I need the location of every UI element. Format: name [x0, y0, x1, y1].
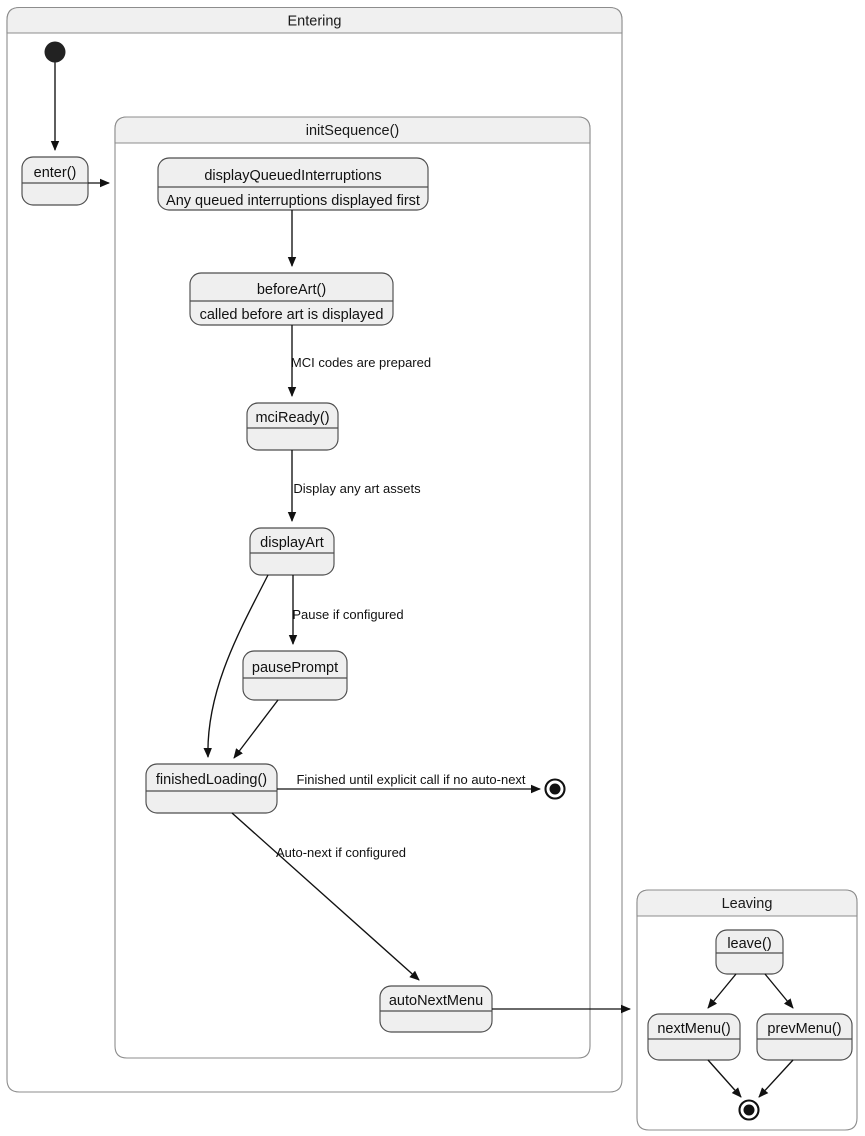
edge-mci-ready-to-display-art-label: Display any art assets	[293, 481, 421, 496]
edge-display-art-to-finished-loading	[203, 574, 269, 759]
state-enter-title: enter()	[34, 165, 77, 181]
leaving-header-bar	[636, 889, 858, 917]
leaving-border	[636, 889, 858, 1131]
init-sequence-title: initSequence()	[306, 123, 400, 139]
state-pause-prompt[interactable]: pausePrompt	[242, 650, 348, 701]
final-state-leaving[interactable]	[738, 1099, 760, 1121]
state-before-art-title: beforeArt()	[257, 282, 326, 298]
entering-title: Entering	[287, 14, 341, 30]
state-pause-prompt-box	[242, 650, 348, 701]
edge-pause-prompt-to-finished-loading	[233, 699, 279, 759]
state-mci-ready-title: mciReady()	[255, 410, 329, 426]
state-auto-next-menu[interactable]: autoNextMenu	[379, 985, 493, 1033]
state-before-art-desc: called before art is displayed	[200, 307, 384, 323]
state-before-art[interactable]: beforeArt() called before art is display…	[189, 272, 394, 326]
state-display-art-title: displayArt	[260, 535, 324, 551]
state-next-menu-title: nextMenu()	[657, 1021, 730, 1037]
state-dqi-box	[157, 157, 429, 211]
state-leave[interactable]: leave()	[715, 929, 784, 975]
edge-leave-to-prev-menu	[764, 973, 794, 1009]
edge-finished-loading-to-auto-next-menu: Auto-next if configured	[231, 812, 420, 981]
final-state-entering[interactable]	[544, 778, 566, 800]
edge-next-menu-to-final	[707, 1059, 742, 1098]
edge-mci-ready-to-display-art: Display any art assets	[287, 450, 421, 523]
state-finished-loading[interactable]: finishedLoading()	[145, 763, 278, 814]
edge-before-art-to-mci-ready: MCI codes are prepared	[287, 325, 431, 398]
state-display-queued-interruptions[interactable]: displayQueuedInterruptions Any queued in…	[157, 157, 429, 211]
edge-prev-menu-to-final	[758, 1059, 794, 1098]
edge-finished-loading-to-final: Finished until explicit call if no auto-…	[277, 772, 542, 794]
state-enter[interactable]: enter()	[21, 156, 89, 206]
edge-before-art-to-mci-ready-label: MCI codes are prepared	[291, 355, 431, 370]
edge-leave-to-next-menu	[707, 973, 737, 1009]
init-sequence-header-bar	[114, 116, 591, 144]
leaving-title: Leaving	[722, 896, 773, 912]
final-state-leaving-dot	[743, 1104, 755, 1116]
state-leave-title: leave()	[727, 936, 771, 952]
init-sequence-border	[114, 116, 591, 1059]
state-auto-next-menu-title: autoNextMenu	[389, 993, 483, 1009]
composite-state-init-sequence[interactable]: initSequence()	[114, 116, 591, 1059]
state-next-menu[interactable]: nextMenu()	[647, 1013, 741, 1061]
state-leave-box	[715, 929, 784, 975]
edge-display-art-to-pause-prompt-label: Pause if configured	[292, 607, 403, 622]
state-prev-menu-title: prevMenu()	[767, 1021, 841, 1037]
state-dqi-desc: Any queued interruptions displayed first	[166, 193, 420, 209]
state-display-art-box	[249, 527, 335, 576]
state-next-menu-box	[647, 1013, 741, 1061]
edge-display-art-to-pause-prompt: Pause if configured	[288, 575, 404, 646]
state-display-art[interactable]: displayArt	[249, 527, 335, 576]
state-dqi-title: displayQueuedInterruptions	[204, 168, 381, 184]
state-enter-box	[21, 156, 89, 206]
state-prev-menu-box	[756, 1013, 853, 1061]
edge-finished-loading-to-auto-next-menu-label: Auto-next if configured	[276, 845, 406, 860]
state-prev-menu[interactable]: prevMenu()	[756, 1013, 853, 1061]
state-finished-loading-title: finishedLoading()	[156, 772, 267, 788]
final-state-entering-dot	[549, 783, 561, 795]
edge-finished-loading-to-final-label: Finished until explicit call if no auto-…	[296, 772, 525, 787]
composite-state-leaving[interactable]: Leaving	[636, 889, 858, 1131]
entering-header-bar	[6, 6, 623, 34]
state-mci-ready[interactable]: mciReady()	[246, 402, 339, 451]
initial-state-node[interactable]	[44, 41, 66, 63]
state-pause-prompt-title: pausePrompt	[252, 660, 338, 676]
